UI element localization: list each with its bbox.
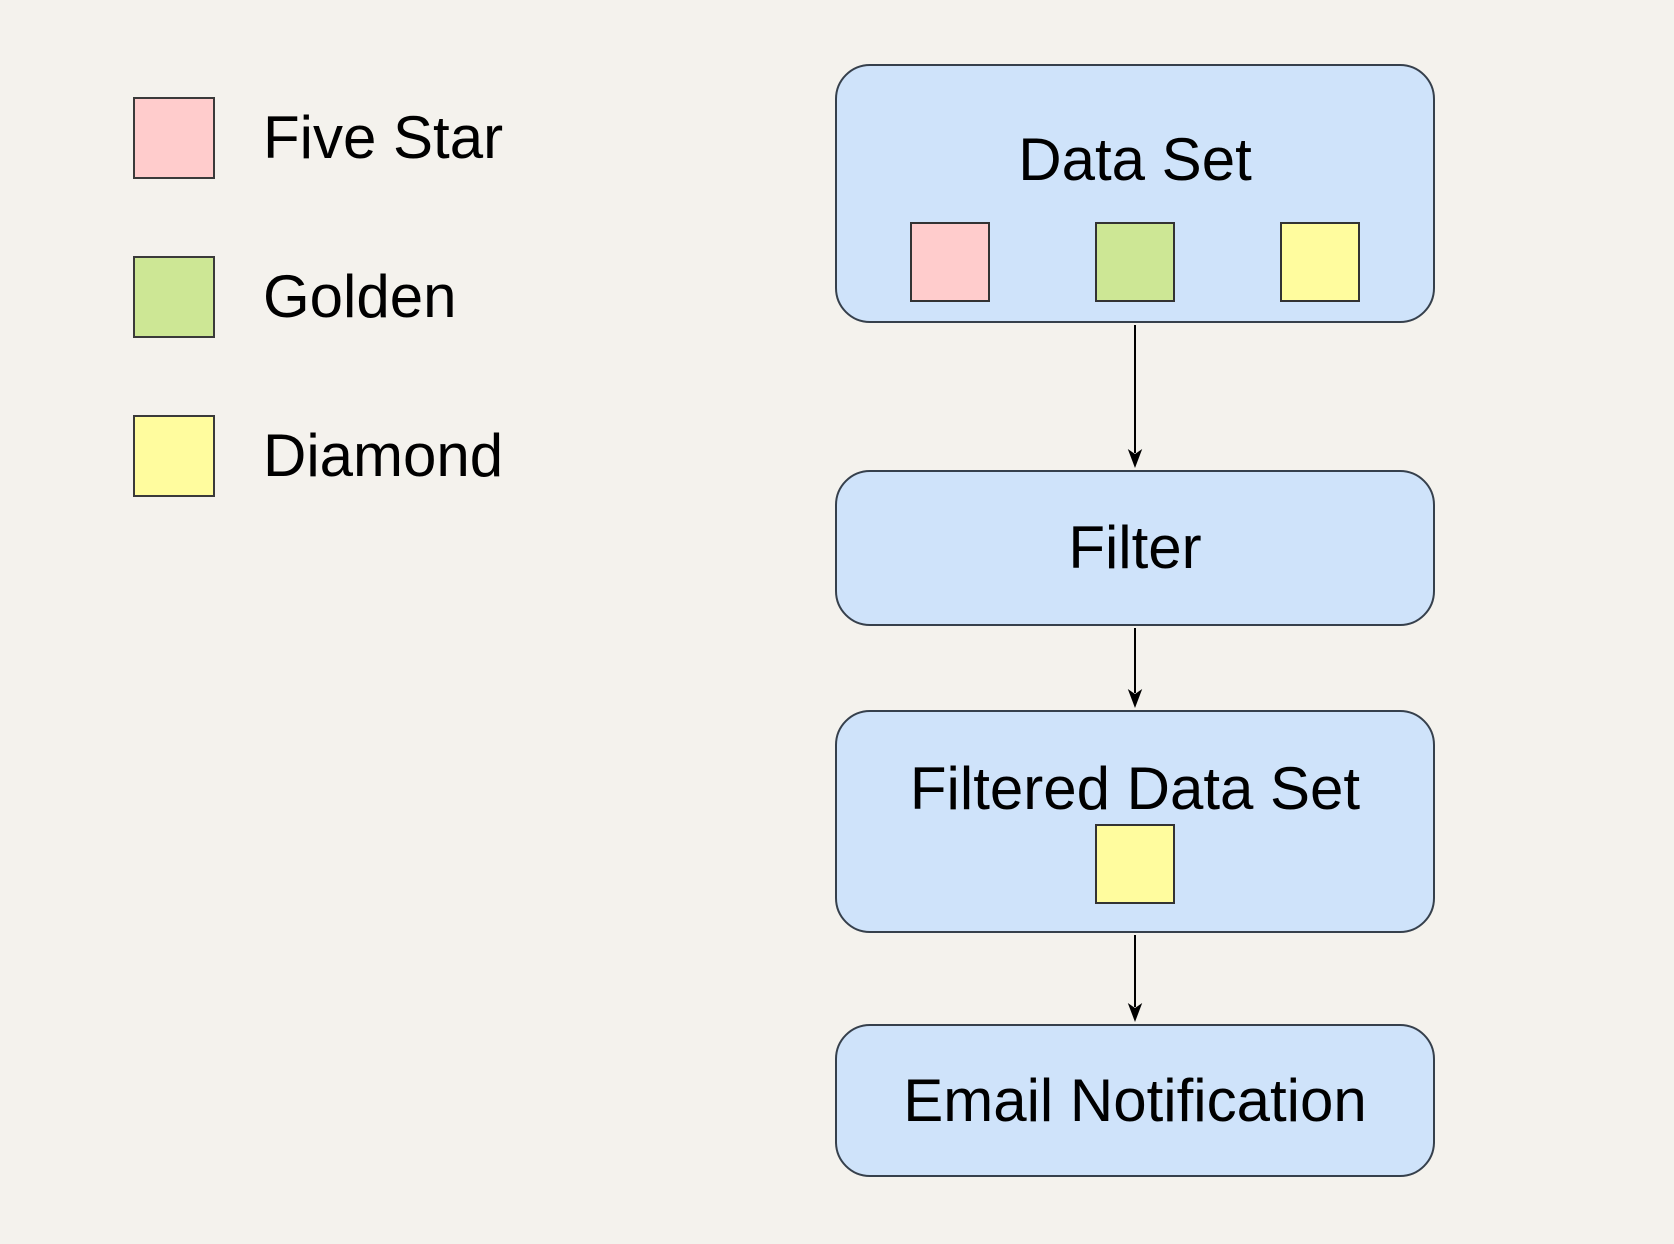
node-filtered-data-set-title: Filtered Data Set	[909, 755, 1361, 822]
diamond-chip	[1280, 222, 1360, 302]
arrow-data-set-to-filter	[1127, 325, 1143, 468]
node-filter-title: Filter	[1068, 514, 1202, 581]
five-star-chip	[910, 222, 990, 302]
golden-color-swatch	[133, 256, 215, 338]
legend-label-golden: Golden	[263, 263, 457, 330]
node-filtered-data-set: Filtered Data Set	[835, 710, 1435, 933]
diamond-color-swatch	[133, 415, 215, 497]
node-filter: Filter	[835, 470, 1435, 626]
node-data-set-chips	[837, 222, 1433, 302]
legend-item-five-star: Five Star	[133, 97, 503, 179]
node-data-set: Data Set	[835, 64, 1435, 323]
legend-label-five-star: Five Star	[263, 104, 504, 171]
legend-item-diamond: Diamond	[133, 415, 503, 497]
legend-label-diamond: Diamond	[263, 422, 504, 489]
diamond-chip	[1095, 824, 1175, 904]
legend: Five Star Golden Diamond	[133, 97, 503, 497]
arrow-filtered-data-set-to-email-notification	[1127, 935, 1143, 1022]
node-email-notification-title: Email Notification	[903, 1066, 1367, 1134]
node-filtered-data-set-chips	[837, 824, 1433, 904]
node-data-set-title: Data Set	[1018, 126, 1252, 193]
five-star-color-swatch	[133, 97, 215, 179]
golden-chip	[1095, 222, 1175, 302]
legend-item-golden: Golden	[133, 256, 503, 338]
node-email-notification: Email Notification	[835, 1024, 1435, 1177]
arrow-filter-to-filtered-data-set	[1127, 628, 1143, 708]
